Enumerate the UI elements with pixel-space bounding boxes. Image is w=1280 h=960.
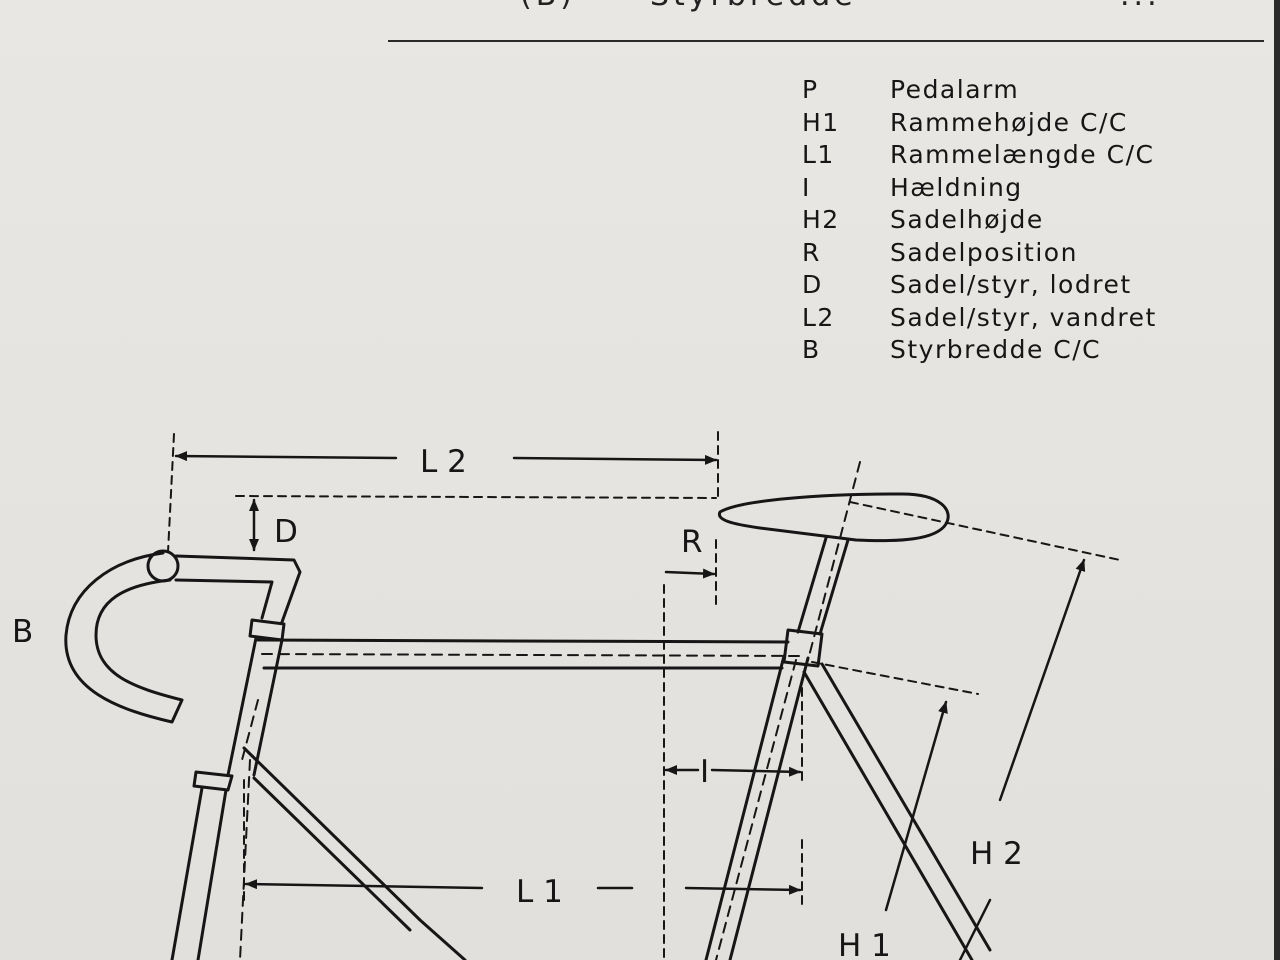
legend-code: H1	[802, 107, 840, 137]
l1-arrow-left	[244, 879, 484, 890]
label-b: B	[12, 614, 33, 650]
legend-desc: Sadelposition	[890, 237, 1078, 267]
h1-ext-line	[811, 661, 979, 695]
seat-post-centerline	[807, 461, 861, 661]
label-l1: L 1	[516, 874, 563, 910]
handlebar-stem	[174, 554, 302, 624]
h2-arrow	[998, 558, 1086, 802]
handlebar-clamp-circle	[146, 549, 180, 583]
h2-arrow-lower	[958, 898, 992, 960]
legend-code: L1	[802, 140, 835, 169]
legend-row-l1: L1 Rammelængde C/C	[802, 139, 1242, 172]
legend-row-l2: L2 Sadel/styr, vandret	[802, 302, 1242, 335]
d-ext-line	[235, 495, 717, 499]
legend-code: L2	[802, 302, 835, 332]
page-edge-shadow	[1274, 0, 1280, 960]
seat-post	[796, 536, 850, 636]
seat-tube-centerline	[715, 659, 797, 960]
l2-arrow-left	[174, 451, 398, 462]
legend-desc: Styrbredde C/C	[890, 335, 1102, 364]
legend-desc: Rammehøjde C/C	[890, 107, 1128, 137]
header-prev-code: (B)	[520, 0, 576, 13]
down-tube-centerline	[239, 699, 259, 960]
label-d: D	[274, 514, 298, 550]
seat-stay	[802, 662, 992, 960]
legend-code: D	[802, 270, 823, 299]
l2-arrow-right	[512, 454, 718, 465]
legend-desc: Pedalarm	[890, 75, 1020, 104]
down-tube	[242, 746, 467, 960]
legend-row-r: R Sadelposition	[802, 237, 1242, 270]
legend-code: H2	[802, 205, 840, 234]
handlebar-drop	[64, 551, 184, 724]
r-arrow	[664, 568, 716, 579]
l2-left-ext	[167, 433, 175, 553]
fork	[170, 786, 228, 960]
top-tube	[256, 638, 790, 670]
legend-desc: Sadel/styr, vandret	[890, 302, 1157, 332]
label-i: I	[700, 754, 709, 790]
header-rule	[388, 40, 1264, 42]
legend-desc: Sadelhøjde	[890, 205, 1044, 234]
label-r: R	[681, 524, 703, 560]
headset-bottom	[192, 770, 234, 792]
label-l2: L 2	[420, 444, 467, 480]
label-h1: H 1	[838, 928, 891, 960]
seat-cluster	[782, 628, 824, 668]
h2-ext-line	[849, 501, 1121, 561]
i-arrow-right	[710, 766, 802, 777]
legend-row-b: B Styrbredde C/C	[802, 334, 1242, 367]
legend-desc: Rammelængde C/C	[890, 140, 1155, 169]
legend-row-h2: H2 Sadelhøjde	[802, 204, 1242, 237]
legend-code: P	[802, 75, 819, 104]
legend-code: R	[802, 237, 821, 267]
l1-arrow-right	[684, 884, 802, 895]
legend-row-i: I Hældning	[802, 172, 1242, 205]
seat-tube	[704, 654, 810, 960]
dimension-legend: P Pedalarm H1 Rammehøjde C/C L1 Rammelæn…	[802, 74, 1242, 367]
legend-row-d: D Sadel/styr, lodret	[802, 269, 1242, 302]
legend-code: B	[802, 335, 821, 364]
legend-desc: Sadel/styr, lodret	[890, 270, 1132, 299]
legend-row-p: P Pedalarm	[802, 74, 1242, 107]
header-prev-desc: Styrbredde	[650, 0, 857, 13]
legend-desc: Hældning	[890, 172, 1023, 202]
legend-row-h1: H1 Rammehøjde C/C	[802, 107, 1242, 140]
legend-code: I	[802, 172, 811, 202]
top-tube-centerline	[261, 653, 801, 657]
label-h2: H 2	[970, 836, 1023, 872]
header-prev-value: ...	[1120, 0, 1161, 13]
h1-arrow	[884, 700, 948, 912]
saddle	[717, 492, 950, 543]
head-tube	[226, 636, 284, 777]
